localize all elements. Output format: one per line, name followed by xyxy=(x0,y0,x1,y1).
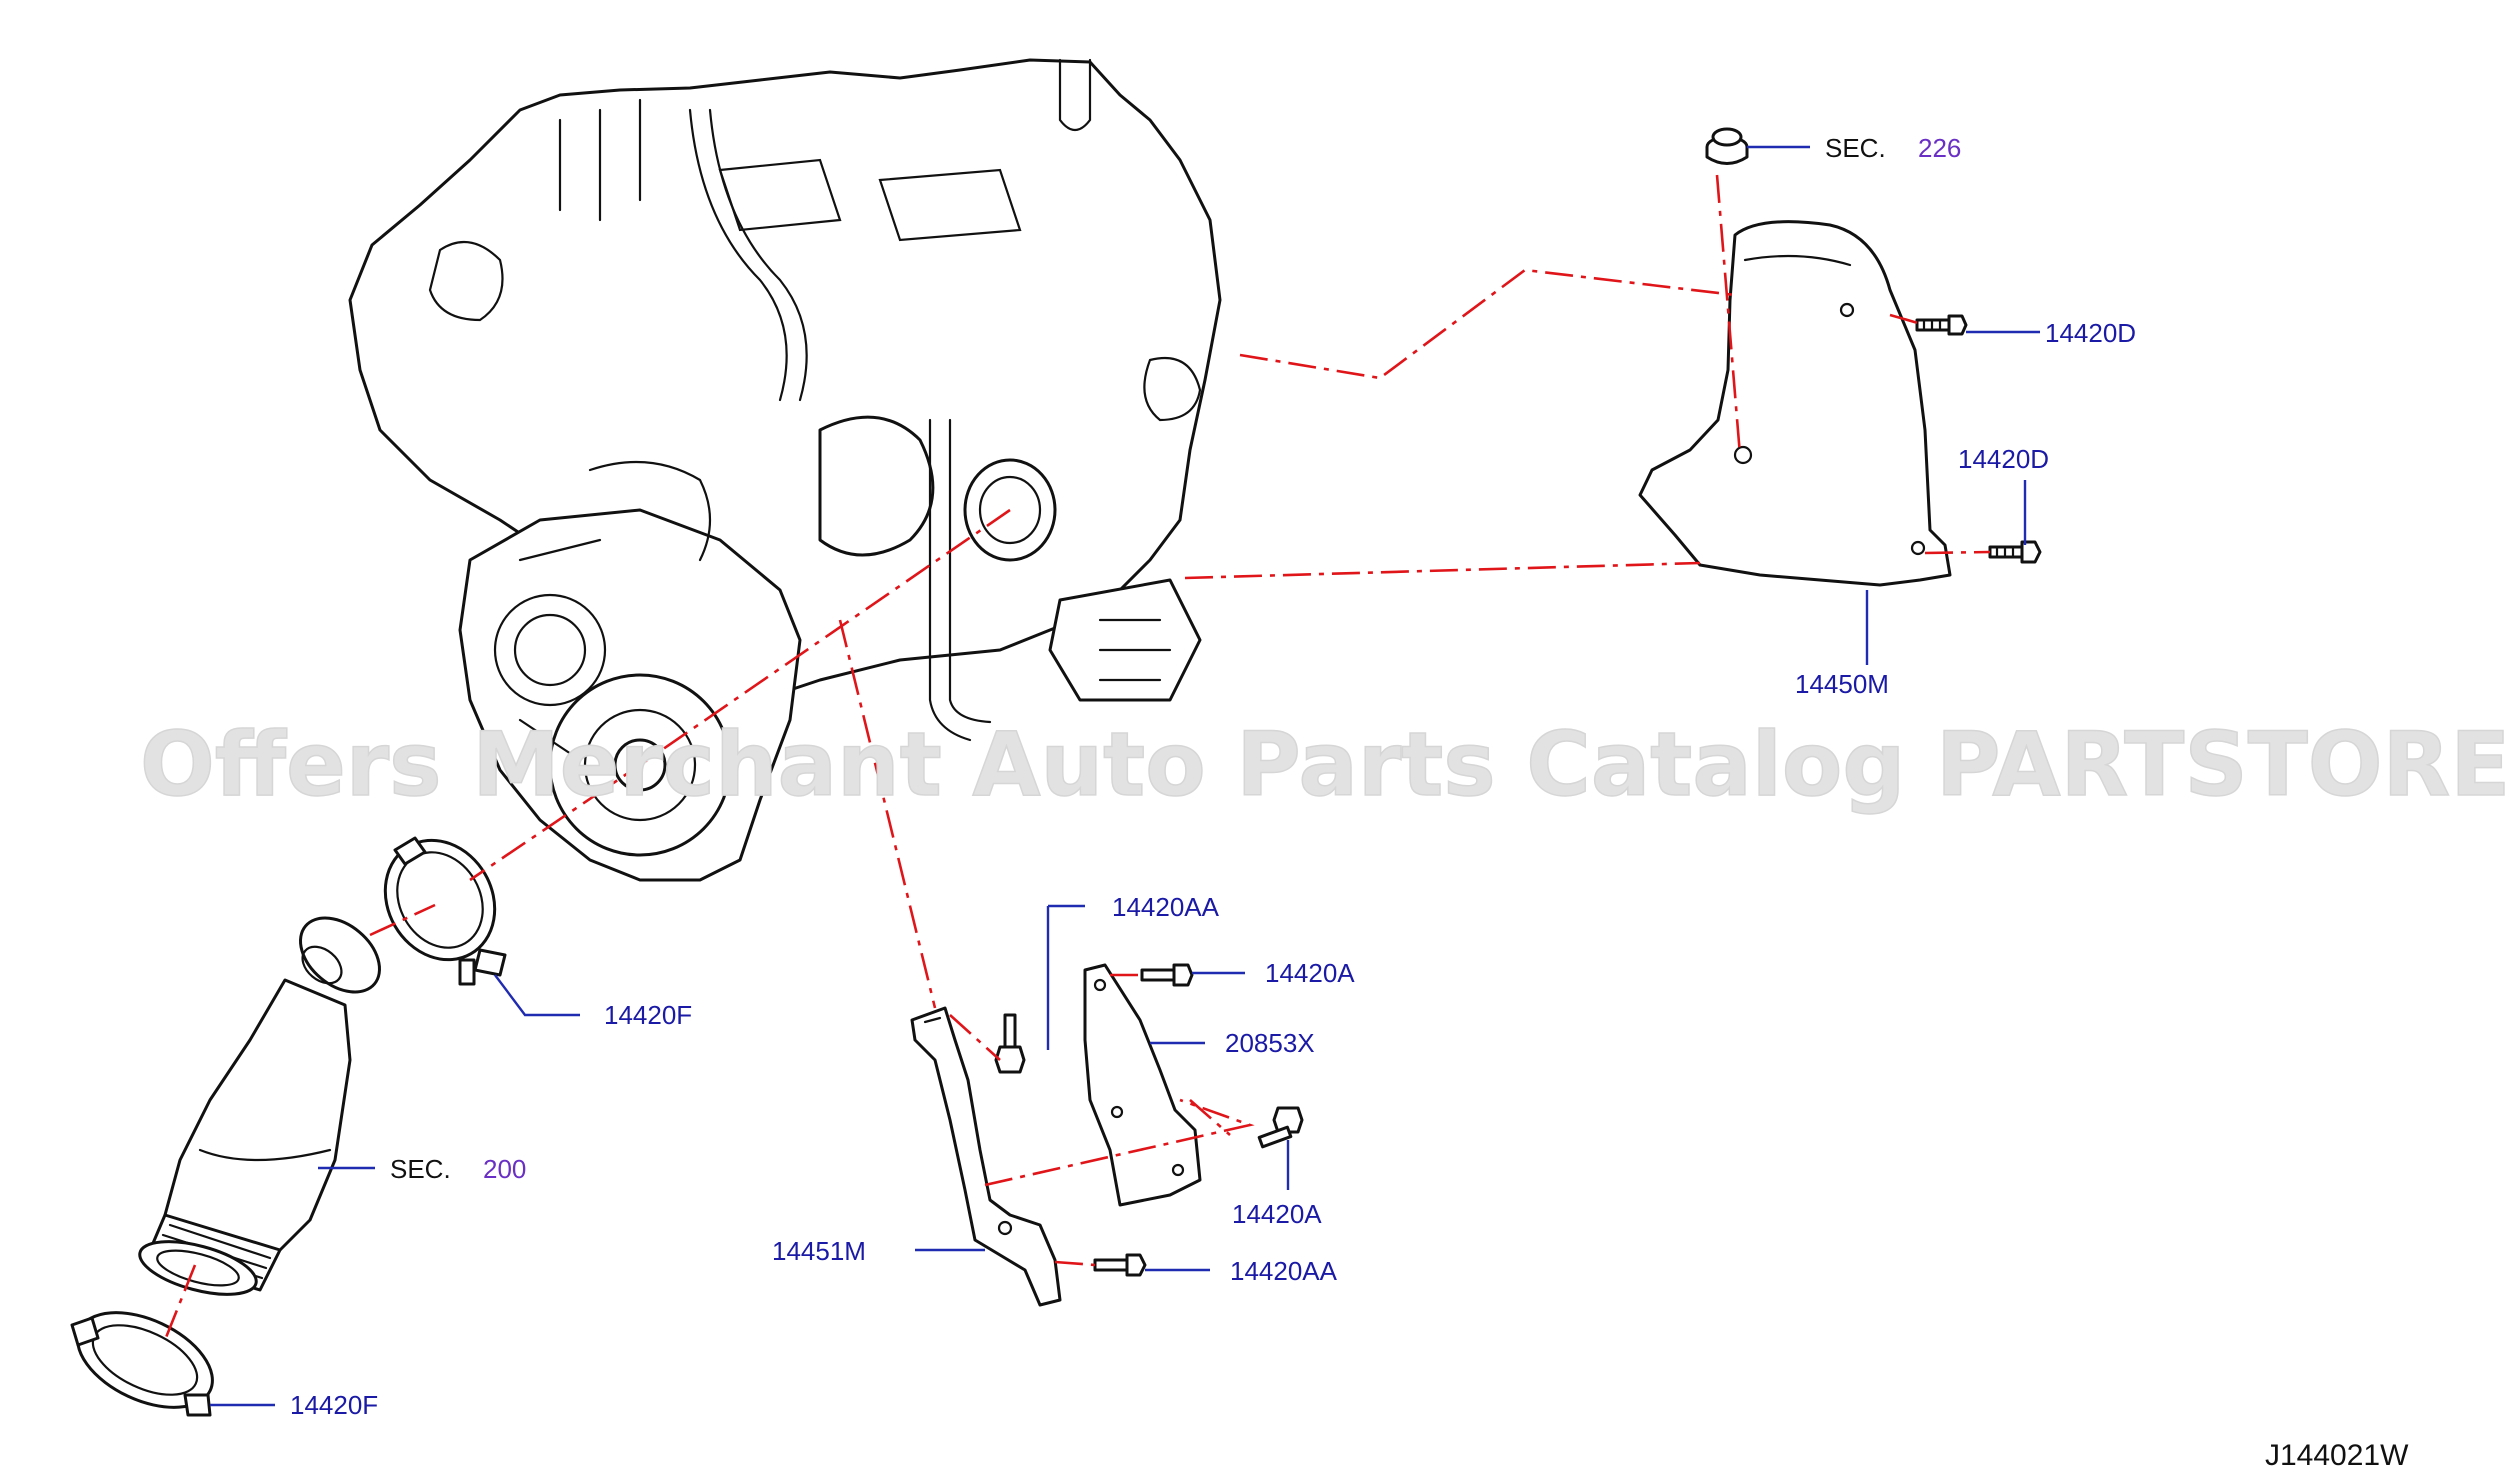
label-14420a-top[interactable]: 14420A xyxy=(1265,958,1355,988)
clamp-14420f-lower xyxy=(70,1311,214,1417)
label-14420a-bottom[interactable]: 14420A xyxy=(1232,1199,1322,1229)
label-14420d-mid[interactable]: 14420D xyxy=(1958,444,2049,474)
watermark: Offers Merchant Auto Parts Catalog PARTS… xyxy=(140,713,2506,816)
label-14420aa-top[interactable]: 14420AA xyxy=(1112,892,1220,922)
bolt-14420aa-bottom xyxy=(1093,1253,1147,1277)
pipe-stay-14451m xyxy=(910,1006,1062,1307)
label-sec-226-number[interactable]: 226 xyxy=(1918,133,1961,163)
bolt-14420a-top xyxy=(1140,963,1194,987)
label-14420d-top[interactable]: 14420D xyxy=(2045,318,2136,348)
label-sec-200-number[interactable]: 200 xyxy=(483,1154,526,1184)
clamp-14420f-upper xyxy=(383,836,507,986)
callout-leaders xyxy=(210,145,2040,1407)
label-sec-226-prefix[interactable]: SEC. xyxy=(1825,133,1886,163)
label-20853x[interactable]: 20853X xyxy=(1225,1028,1315,1058)
bracket-20853x xyxy=(1083,963,1202,1207)
heat-shield-14450m xyxy=(1638,220,1952,587)
bolt-14420aa-top xyxy=(994,1013,1026,1074)
label-14451m[interactable]: 14451M xyxy=(772,1236,866,1266)
label-14450m[interactable]: 14450M xyxy=(1795,669,1889,699)
bolt-14420d-lower xyxy=(1988,540,2042,564)
label-sec-200-prefix[interactable]: SEC. xyxy=(390,1154,451,1184)
plug-grommet xyxy=(1705,127,1749,165)
catalytic-converter-front-tube xyxy=(138,916,381,1296)
label-14420f-upper[interactable]: 14420F xyxy=(604,1000,692,1030)
bolt-14420d-upper xyxy=(1915,314,1968,336)
diagram-code: J144021W xyxy=(2265,1439,2409,1472)
bolt-14420a-bottom xyxy=(1257,1106,1304,1149)
label-14420aa-bottom[interactable]: 14420AA xyxy=(1230,1256,1338,1286)
assembly-centerlines xyxy=(163,174,1991,1341)
label-14420f-lower[interactable]: 14420F xyxy=(290,1390,378,1420)
